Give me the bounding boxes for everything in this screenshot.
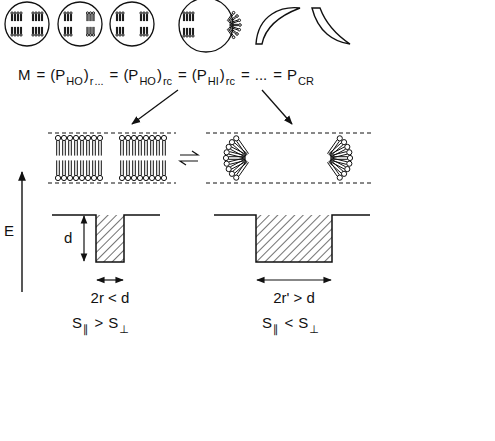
symbol: S	[72, 314, 82, 332]
symbol: S	[108, 314, 118, 332]
symbol: (P	[50, 66, 65, 84]
arrow	[262, 90, 292, 124]
symbol: >	[95, 314, 104, 332]
inverted-cluster-panel	[223, 136, 352, 181]
symbol: (P	[192, 66, 207, 84]
width-arrow	[97, 279, 123, 280]
energy-axis	[21, 172, 22, 292]
subscript: ...	[94, 72, 103, 90]
equilibrium-equation: M=(PHO)r...=(PHO)rc=(PHI)rc=...=PCR	[18, 66, 315, 85]
symbol: =	[178, 66, 187, 84]
hatched-well	[256, 215, 332, 262]
symbol: (P	[123, 66, 138, 84]
bilayer-panel	[55, 135, 166, 180]
subscript: ⊥	[309, 320, 319, 338]
dimension-label: d	[64, 229, 72, 247]
size-relation: 2r < d	[91, 289, 130, 307]
size-relation: 2r' > d	[273, 289, 315, 307]
symbol: P	[287, 66, 297, 84]
symbol: M	[18, 66, 31, 84]
symbol: )	[220, 66, 225, 84]
subscript: ⊥	[119, 320, 129, 338]
subscript: ∥	[83, 320, 89, 338]
subscript: rc	[163, 72, 172, 90]
subscript: r	[90, 72, 94, 90]
energy-profile	[214, 215, 370, 262]
subscript: ∥	[273, 320, 279, 338]
arrow	[132, 90, 178, 124]
order-parameter-relation: S∥>S⊥	[72, 314, 130, 333]
energy-profile	[52, 215, 160, 262]
axis-label: E	[4, 222, 14, 240]
phase-sketches	[5, 0, 350, 52]
hatched-well	[96, 215, 124, 262]
symbol: ...	[255, 66, 268, 84]
symbol: )	[84, 66, 89, 84]
depth-arrow	[83, 216, 84, 261]
subscript: HO	[139, 72, 156, 90]
subscript: HI	[208, 72, 219, 90]
order-parameter-relation: S∥<S⊥	[262, 314, 320, 333]
symbol: )	[157, 66, 162, 84]
symbol: S	[262, 314, 272, 332]
subscript: rc	[226, 72, 235, 90]
symbol: =	[37, 66, 46, 84]
subscript: CR	[298, 72, 314, 90]
subscript: HO	[66, 72, 83, 90]
symbol: S	[298, 314, 308, 332]
symbol: =	[273, 66, 282, 84]
symbol: =	[241, 66, 250, 84]
symbol: <	[285, 314, 294, 332]
width-arrow	[257, 279, 331, 280]
symbol: =	[110, 66, 119, 84]
